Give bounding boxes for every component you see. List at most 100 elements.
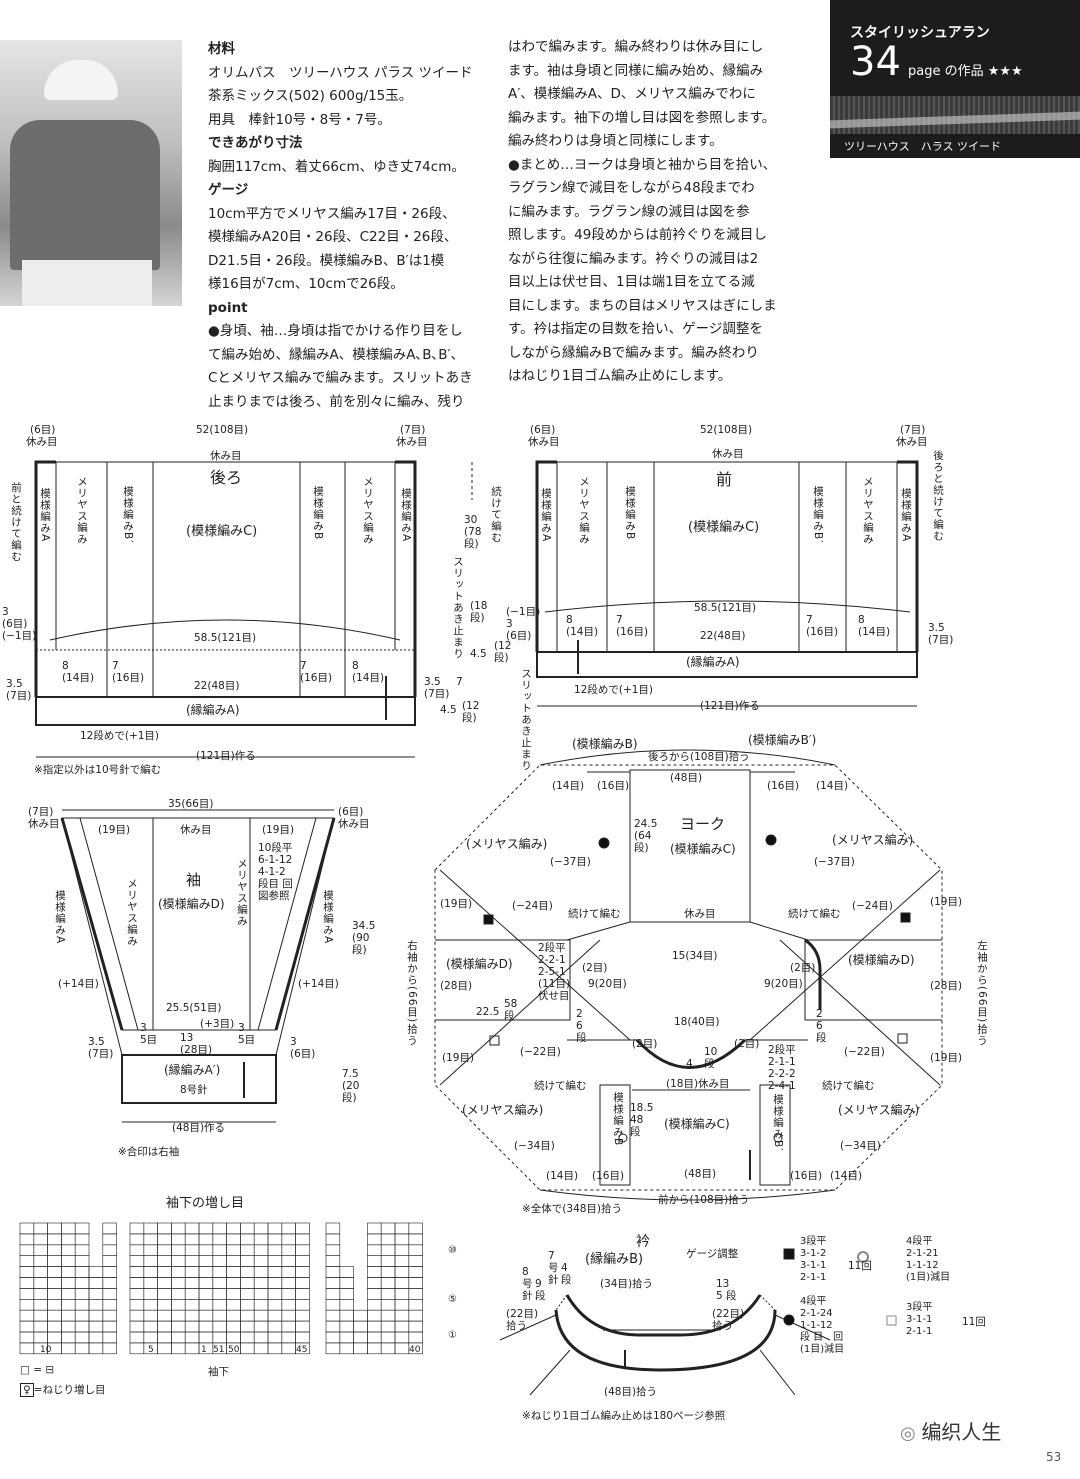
chart-cell (61, 1309, 76, 1322)
chart-cell (19, 1342, 35, 1355)
instruction-line: ラグラン線で減目をしながら48段までわ (508, 180, 755, 196)
chart-cell (19, 1277, 35, 1289)
chart-cell (19, 1255, 35, 1267)
yoke-label: 4 (686, 1058, 693, 1070)
chart-cell (226, 1266, 241, 1278)
chart-cell (143, 1233, 158, 1246)
legend-square-open: 3段平 3-1-1 2-1-1 (906, 1302, 933, 1337)
chart-cell (19, 1288, 35, 1300)
chart-cell (212, 1222, 227, 1235)
chart-cell (408, 1255, 423, 1267)
chart-cell (74, 1320, 90, 1333)
front-label: 前 (716, 470, 733, 489)
yoke-label: (14目) (552, 780, 585, 792)
chart-cell (88, 1266, 104, 1278)
chart-cell (253, 1342, 269, 1355)
chart-cell (33, 1244, 48, 1257)
chart-cell (102, 1288, 117, 1300)
chart-cell (143, 1331, 158, 1344)
chart-cell (74, 1288, 90, 1300)
yoke-label: (19目) (930, 896, 963, 908)
chart-cell (226, 1299, 241, 1311)
chart-cell (143, 1277, 158, 1289)
chart-cell (171, 1320, 186, 1333)
yoke-label: (メリヤス編み) (838, 1103, 920, 1117)
instruction-line: 胸囲117cm、着丈66cm、ゆき丈74cm。 (208, 158, 465, 175)
chart-cell (19, 1299, 35, 1311)
chart-cell (61, 1255, 76, 1267)
chart-cell (198, 1309, 214, 1322)
yoke-label: (14目) (830, 1170, 863, 1182)
chart-cell (253, 1331, 269, 1344)
chart-cell (267, 1331, 283, 1344)
instruction-line: 10cm平方でメリヤス編み17目・26段、 (208, 205, 456, 222)
model-photo (0, 40, 182, 306)
legend-double-circle: 4段平 2-1-21 1-1-12 (1目)減目 (906, 1236, 951, 1283)
chart-cell (281, 1299, 296, 1311)
chart-cell (253, 1288, 269, 1300)
instructions-column-1: 材料オリムパス ツリーハウス パラス ツイード茶系ミックス(502) 600g/… (208, 38, 473, 414)
chart-cell (143, 1288, 158, 1300)
yoke-label: (−37目) (814, 856, 855, 868)
chart-cell (157, 1320, 172, 1333)
instruction-line: 目以上は伏せ目、1目は端1目を立てる減 (508, 274, 755, 290)
chart-cell (281, 1244, 296, 1257)
sleeve-label: 25.5(51目) (166, 1002, 222, 1014)
yoke-label: (模様編みD) (848, 953, 915, 967)
chart-cell (33, 1320, 48, 1333)
chart-cell (171, 1266, 186, 1278)
chart-cell (339, 1331, 354, 1344)
yoke-label: 2段平 2-2-1 2-5-1 (11目) 伏せ目 (538, 942, 571, 1002)
chart-cell (33, 1331, 48, 1344)
chart-cell (295, 1233, 310, 1246)
chart-cell (339, 1342, 354, 1355)
chart-tick: 10 (40, 1345, 52, 1355)
yoke-label: (28目) (440, 980, 473, 992)
chart-cell (325, 1244, 341, 1257)
chart-cell (380, 1255, 396, 1267)
chart-cell (240, 1320, 255, 1333)
chart-cell (47, 1277, 62, 1289)
chart-cell (240, 1342, 255, 1355)
chart-cell (198, 1299, 214, 1311)
chart-cell (367, 1222, 382, 1235)
chart-cell (408, 1299, 423, 1311)
instruction-line: 編みます。袖下の増し目は図を参照します。 (508, 109, 776, 126)
chart-cell (129, 1233, 145, 1246)
sleeve-label: 3 5目 (238, 1022, 256, 1046)
chart-cell (171, 1309, 186, 1322)
chart-cell (226, 1277, 241, 1289)
chart-cell (295, 1309, 310, 1322)
sleeve-label: 34.5 (90 段) (352, 920, 376, 956)
square-open-icon (886, 1315, 897, 1326)
chart-cell (380, 1233, 396, 1246)
chart-cell (212, 1255, 227, 1267)
chart-cell (295, 1244, 310, 1257)
chart-cell (102, 1320, 117, 1333)
chart-cell (281, 1233, 296, 1246)
chart-cell (88, 1299, 104, 1311)
chart-cell (408, 1233, 423, 1246)
chart-cell (226, 1255, 241, 1267)
collar-diagram (499, 1294, 831, 1396)
legend-circle-filled: 4段平 2-1-24 1-1-12 段 目 回 (1目)減目 (800, 1296, 845, 1355)
instruction-line: 材料 (208, 41, 235, 57)
collar-label: 衿 (636, 1234, 650, 1250)
sleeve-label: (19目) (98, 824, 131, 836)
chart-cell (102, 1244, 117, 1257)
instruction-line: ●まとめ…ヨークは身頃と袖から目を拾い、 (508, 156, 777, 173)
yoke-label: (メリヤス編み) (466, 837, 548, 851)
middle-label: 続けて編む (490, 486, 502, 544)
chart-cell (380, 1342, 396, 1355)
chart-cell (281, 1222, 296, 1235)
chart-cell (267, 1255, 283, 1267)
chart-cell (74, 1342, 90, 1355)
chart-cell (253, 1233, 269, 1246)
chart-cell (74, 1277, 90, 1289)
chart-cell (143, 1320, 158, 1333)
chart-cell (253, 1299, 269, 1311)
chart-cell (394, 1299, 410, 1311)
chart-cell (380, 1244, 396, 1257)
